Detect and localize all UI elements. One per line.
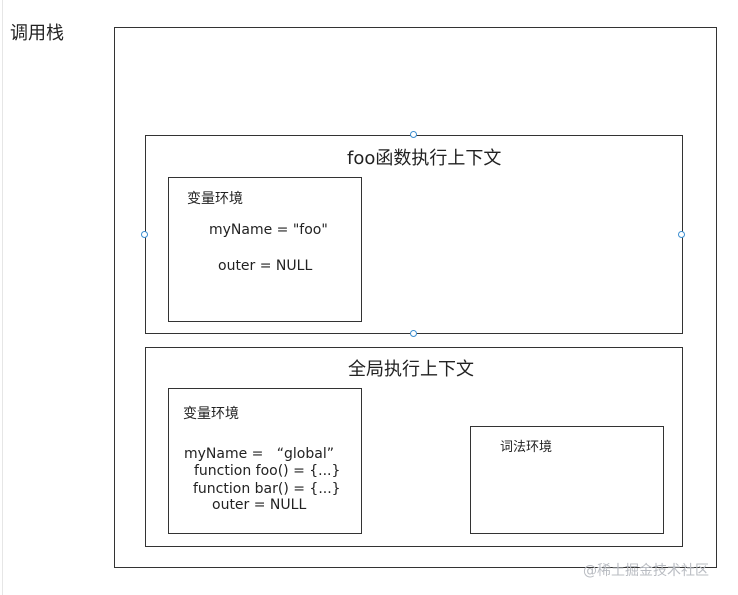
lexical-env-box [470, 426, 664, 534]
left-edge-divider [2, 0, 3, 595]
global-context-title: 全局执行上下文 [348, 359, 474, 380]
foo-variable-env-box [168, 177, 362, 322]
watermark: @稀土掘金技术社区 [583, 563, 709, 579]
global-var-line: outer = NULL [212, 497, 307, 513]
selection-handle-top[interactable] [410, 131, 417, 138]
selection-handle-right[interactable] [678, 231, 685, 238]
selection-handle-left[interactable] [141, 231, 148, 238]
foo-var-line: myName = "foo" [209, 222, 328, 238]
foo-var-line: outer = NULL [218, 258, 313, 274]
global-var-line: function foo() = {...} [194, 463, 341, 479]
global-variable-env-title: 变量环境 [183, 406, 239, 422]
global-var-line: function bar() = {...} [193, 481, 341, 497]
foo-context-title: foo函数执行上下文 [347, 148, 502, 169]
global-variable-env-box [168, 388, 362, 534]
foo-variable-env-title: 变量环境 [187, 191, 243, 207]
lexical-env-title: 词法环境 [500, 440, 553, 455]
global-context-box[interactable] [145, 347, 683, 547]
selection-handle-bottom[interactable] [410, 330, 417, 337]
global-var-line: myName = “global” [184, 446, 334, 462]
call-stack-box [114, 27, 717, 568]
call-stack-title: 调用栈 [10, 23, 64, 44]
